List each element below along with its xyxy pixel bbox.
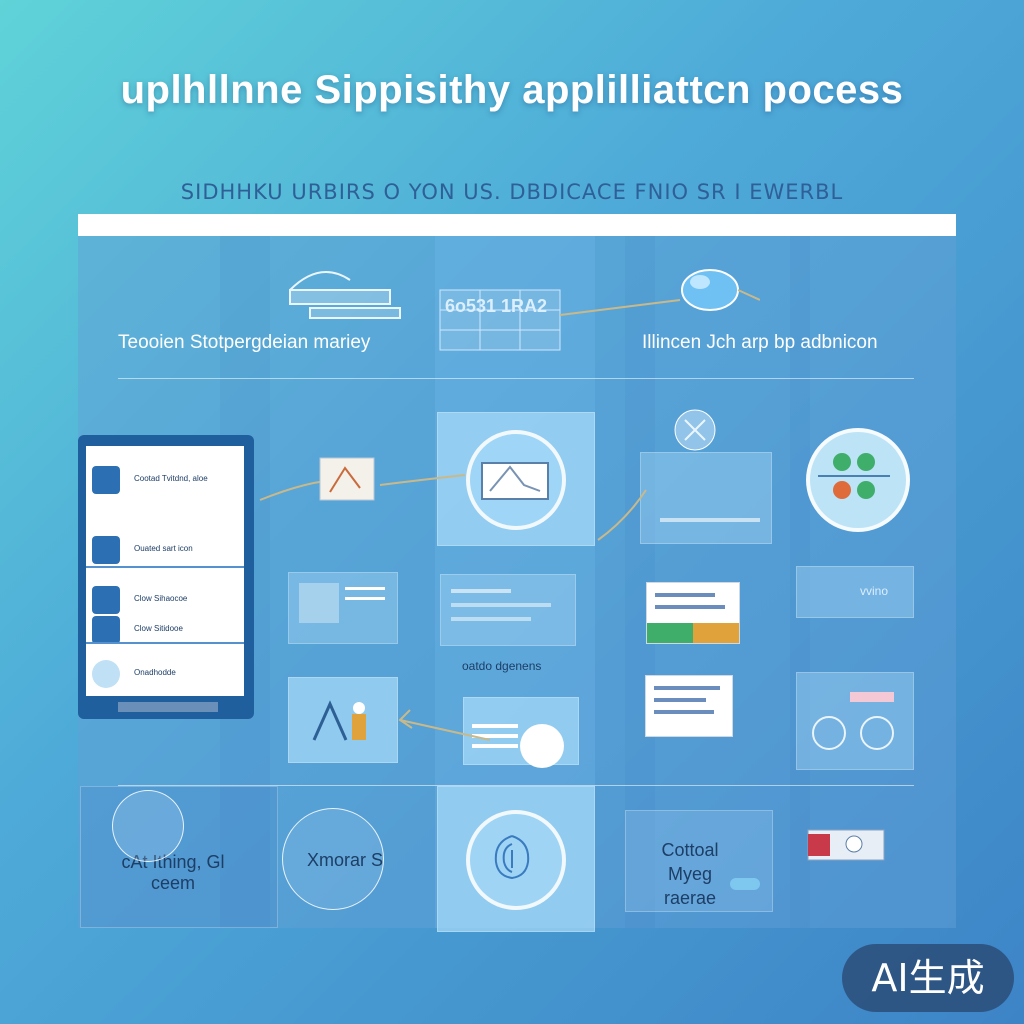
map-icon xyxy=(319,457,375,501)
list-divider xyxy=(86,566,244,568)
bottom-right-panel[interactable] xyxy=(625,810,773,912)
middle-caption: oatdo dgenens xyxy=(462,659,542,673)
list-card-thumb xyxy=(299,583,339,623)
row-divider xyxy=(118,378,914,379)
process-ring-icon xyxy=(282,808,384,910)
list-divider xyxy=(86,642,244,644)
right-panel-label: Illincen Jch arp bp adbnicon xyxy=(642,332,878,353)
worker-card[interactable] xyxy=(288,677,398,763)
check-circle-icon xyxy=(520,724,564,768)
robot-icon xyxy=(807,829,885,861)
column-stripe xyxy=(790,236,810,928)
network-icon xyxy=(818,453,890,499)
report-bar xyxy=(647,623,693,643)
summary-line xyxy=(654,686,720,690)
report-card[interactable] xyxy=(646,582,740,644)
list-item-label: Ouated sart icon xyxy=(134,544,193,553)
list-card[interactable] xyxy=(288,572,398,644)
wave-icon xyxy=(92,660,120,688)
chart-icon xyxy=(92,586,120,614)
header-illustrations xyxy=(289,271,561,351)
page-subtitle: SIDHHKU URBIRS O YON US. DBDICACE FNIO S… xyxy=(180,180,844,204)
connector-lines xyxy=(259,457,466,501)
card-text-line xyxy=(660,518,760,522)
left-panel-label: Teooien Stotpergdeian mariey xyxy=(118,332,371,353)
grid-chart-icon xyxy=(439,289,561,351)
info-card[interactable] xyxy=(640,452,772,544)
fingerprint-circle[interactable] xyxy=(466,810,566,910)
bottom-left-label: cAt Ithing, Gl ceem xyxy=(121,852,225,893)
ai-generated-badge: AI生成 xyxy=(842,944,1014,1012)
list-item[interactable]: Clow Sihaocoe xyxy=(90,582,240,622)
report-bar xyxy=(693,623,739,643)
list-item-label: Clow Sitidooe xyxy=(134,624,183,633)
city-skyline-icon xyxy=(289,271,401,319)
flow-arrow xyxy=(597,489,647,541)
list-item[interactable]: Ouated sart icon xyxy=(90,532,240,572)
form-line xyxy=(451,617,531,621)
list-item-label: Clow Sihaocoe xyxy=(134,594,188,603)
cloud-connector xyxy=(560,269,760,316)
user-icon xyxy=(92,536,120,564)
sync-card[interactable] xyxy=(796,672,914,770)
list-card-line xyxy=(345,597,385,600)
fingerprint-icon xyxy=(494,835,530,880)
bottom-middle-label: Xmorar S xyxy=(306,850,384,870)
report-line xyxy=(655,605,725,609)
bottom-right-label: Cottoal Myeg raerae xyxy=(661,840,719,908)
board-top-bar xyxy=(78,214,956,236)
list-item[interactable]: Onadhodde xyxy=(90,656,240,696)
phone-screen: Cootad Tvitdnd, aloe Ouated sart icon Cl… xyxy=(86,446,244,696)
refresh-icon[interactable] xyxy=(812,716,846,750)
sync-icon[interactable] xyxy=(860,716,894,750)
form-line xyxy=(451,603,551,607)
page-title: uplhllnne Sippisithy applilliattcn poces… xyxy=(120,68,904,112)
form-panel-line xyxy=(472,734,518,738)
list-item-label: Onadhodde xyxy=(134,668,176,677)
form-panel-line xyxy=(472,744,518,748)
list-item[interactable]: Cootad Tvitdnd, aloe xyxy=(90,462,240,502)
person-icon xyxy=(92,616,120,644)
summary-line xyxy=(654,698,706,702)
team-icon xyxy=(112,790,184,862)
app-icon xyxy=(92,466,120,494)
gear-sketch-icon xyxy=(674,409,716,451)
right-item-label: vvino xyxy=(860,584,889,598)
form-panel-line xyxy=(472,724,518,728)
network-circle[interactable] xyxy=(806,428,910,532)
form-card[interactable] xyxy=(440,574,576,646)
form-line xyxy=(451,589,511,593)
document-icon xyxy=(481,462,549,500)
sync-tag xyxy=(850,692,894,702)
cloud-icon xyxy=(681,269,739,311)
summary-card[interactable] xyxy=(645,675,733,737)
row-divider xyxy=(118,785,914,786)
phone-home-bar xyxy=(118,702,218,712)
list-item-label: Cootad Tvitdnd, aloe xyxy=(134,474,208,483)
slider-pill[interactable] xyxy=(730,878,760,890)
chart-label: 6o531 1RA2 xyxy=(445,296,548,316)
right-item-card[interactable] xyxy=(796,566,914,618)
worker-icon xyxy=(312,700,366,741)
list-card-line xyxy=(345,587,385,590)
flow-arrows xyxy=(398,709,491,741)
list-item[interactable]: Clow Sitidooe xyxy=(90,612,240,652)
report-line xyxy=(655,593,715,597)
summary-line xyxy=(654,710,714,714)
